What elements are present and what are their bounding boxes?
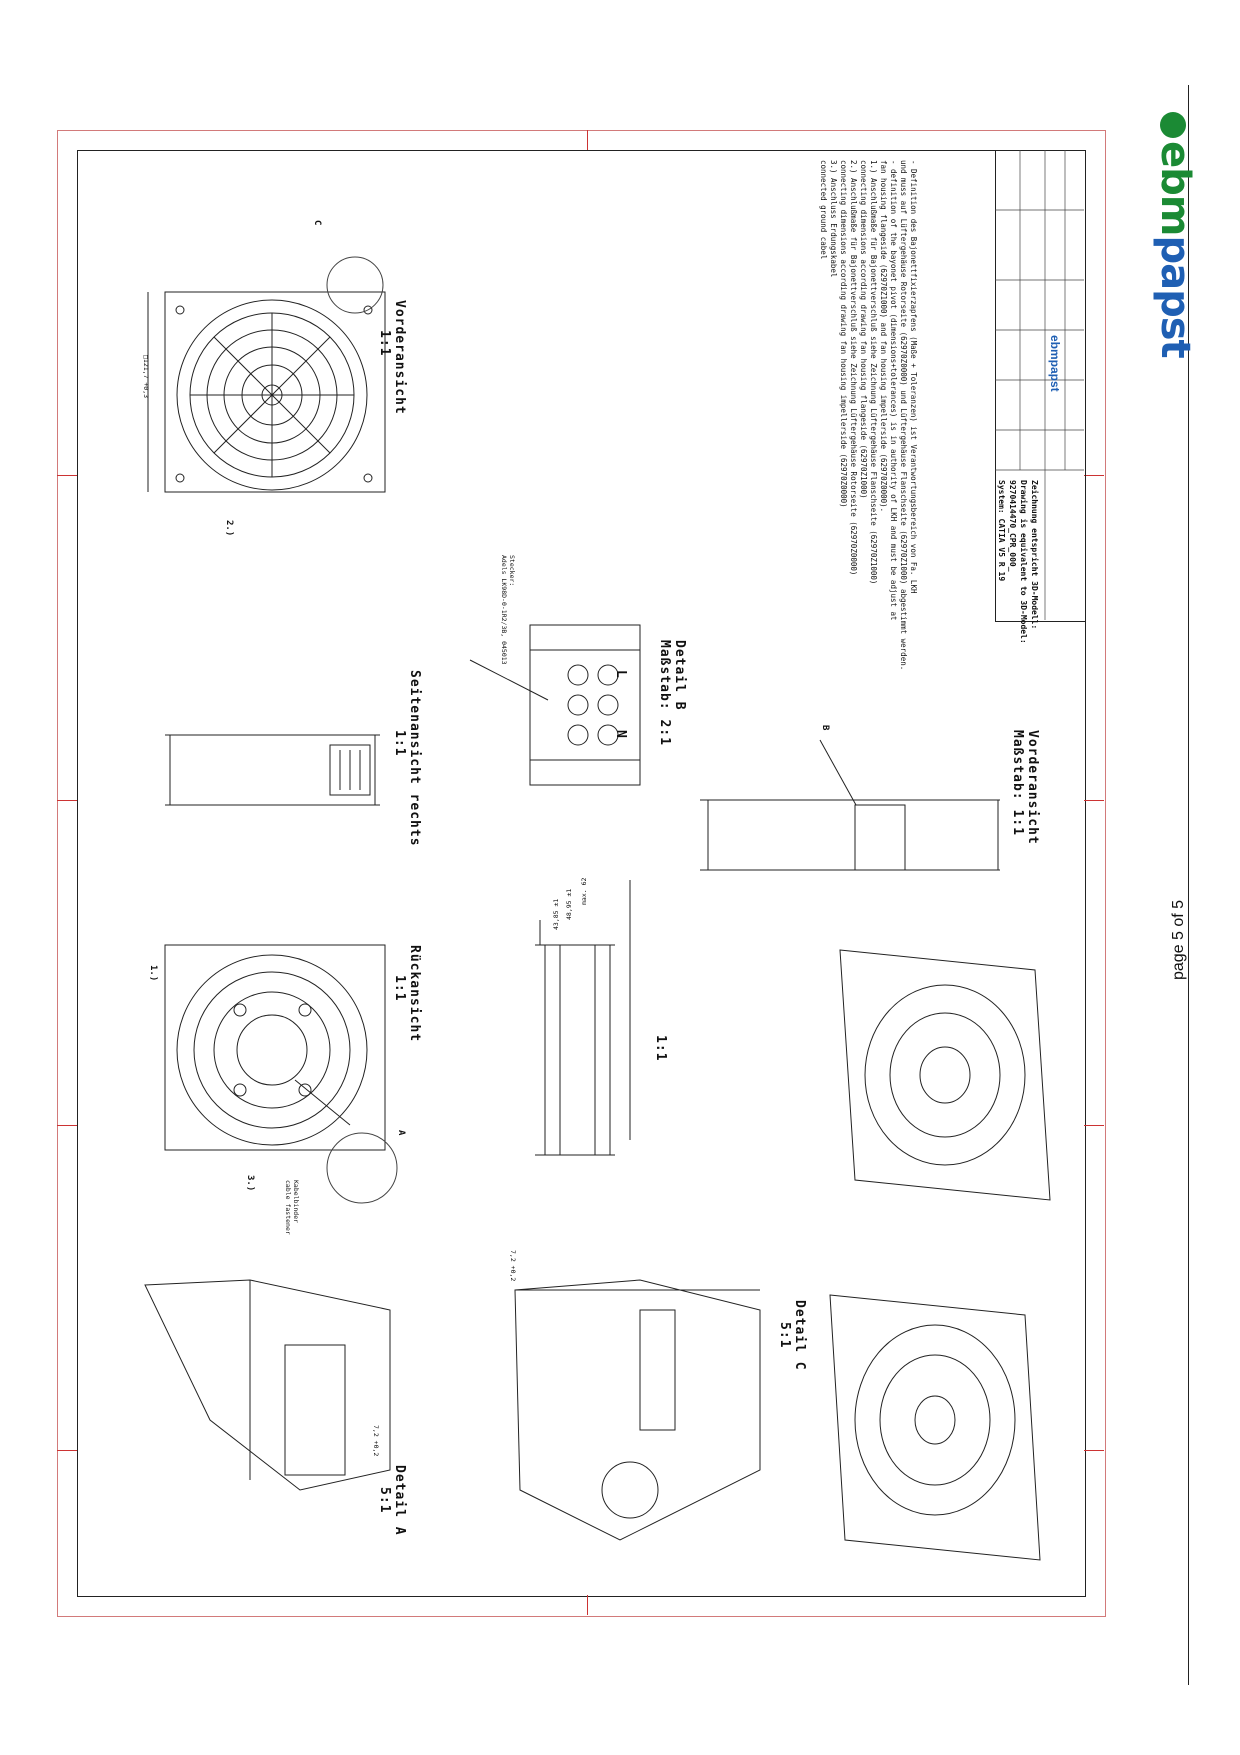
right-margin-rule [1188, 85, 1189, 1685]
front-view-frame [164, 291, 386, 493]
zone-tick [57, 475, 77, 476]
title-block-text: Zeichnung entspricht 3D-Modell: Drawing … [997, 480, 1039, 644]
zone-tick [57, 1125, 77, 1126]
page-border [57, 130, 1106, 1617]
detail-c-outline [514, 1279, 761, 1541]
iso-view-2 [829, 1294, 1041, 1561]
front-view-ring [176, 299, 368, 491]
zone-tick [1084, 1125, 1104, 1126]
zone-tick [587, 1595, 588, 1615]
zone-tick [57, 800, 77, 801]
zone-tick [1084, 800, 1104, 801]
zone-tick [1084, 1450, 1104, 1451]
title-block [995, 150, 1086, 622]
zone-tick [587, 130, 588, 150]
drawing-frame [77, 150, 1086, 1597]
iso-view-1 [839, 949, 1051, 1201]
zone-tick [57, 1450, 77, 1451]
zone-tick [1084, 475, 1104, 476]
rear-view-frame [164, 944, 386, 1151]
detail-b-plug [529, 624, 641, 786]
title-block-logo: ebmpapst [1048, 335, 1062, 392]
